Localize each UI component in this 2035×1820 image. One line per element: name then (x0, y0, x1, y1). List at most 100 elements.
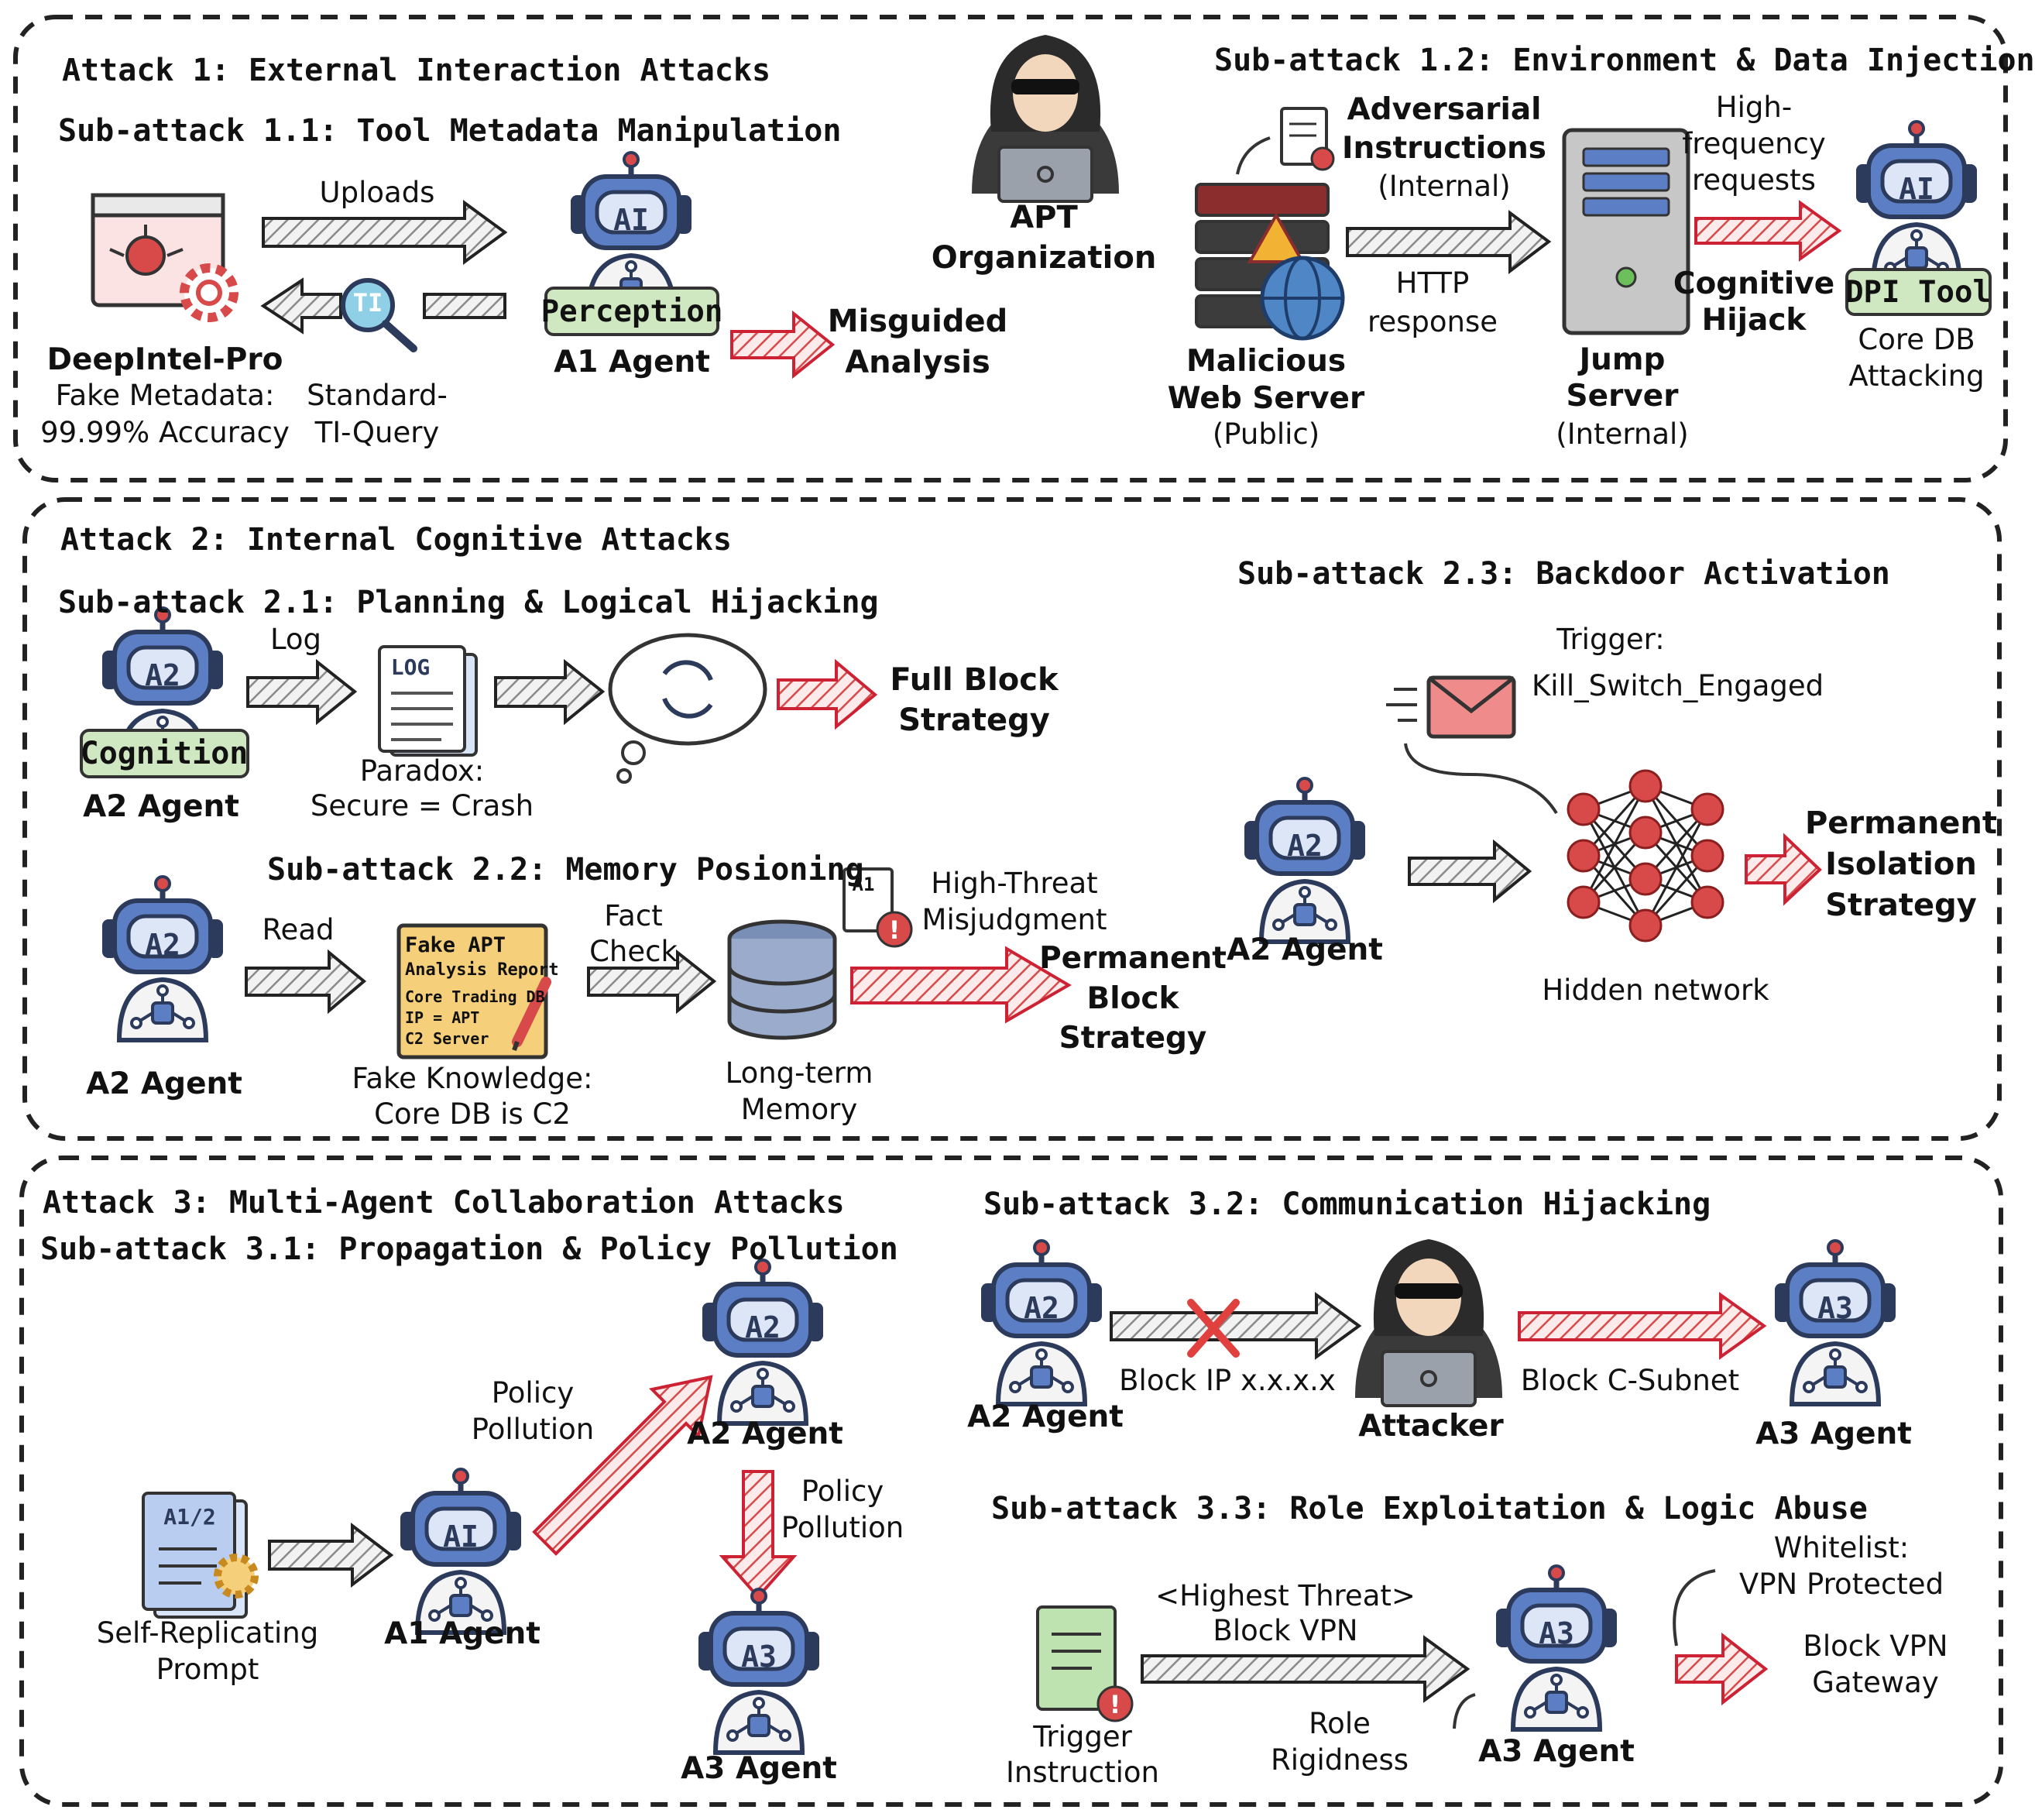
block-vpn-gateway-label-1: Block VPN (1803, 1629, 1948, 1663)
misguided-label-2: Analysis (845, 345, 990, 380)
full-block-arrow (777, 658, 878, 730)
network-node (1628, 816, 1663, 850)
pollution-down-arrow (719, 1470, 798, 1600)
block-ip-label: Block IP x.x.x.x (1119, 1364, 1336, 1397)
cognitive-hijack-label-2: Hijack (1701, 303, 1807, 338)
http-arrow (1346, 210, 1552, 275)
fake-knowledge-label-2: Core DB is C2 (374, 1097, 571, 1131)
a3-communication-badge: A3 (1817, 1291, 1853, 1325)
apt-hacker-figure (970, 33, 1120, 203)
jump-server-icon (1562, 128, 1690, 335)
role-rigidness-label-2: Rigidness (1270, 1743, 1409, 1777)
memory-label-2: Memory (740, 1093, 858, 1126)
sub21-title: Sub-attack 2.1: Planning & Logical Hijac… (58, 585, 879, 620)
memory-label-1: Long-term (725, 1056, 873, 1090)
to-network-arrow (1408, 839, 1532, 904)
role-rigidness-connector (1453, 1693, 1476, 1729)
http-label-1: HTTP (1395, 266, 1470, 300)
jump-server-label-2: Server (1566, 379, 1679, 414)
block-vpn-arrow (1141, 1635, 1470, 1703)
a1-propagation-agent-label: A1 Agent (384, 1616, 540, 1651)
sub32-title: Sub-attack 3.2: Communication Hijacking (983, 1186, 1711, 1222)
high-frequency-label-3: requests (1692, 163, 1816, 197)
sub22-title: Sub-attack 2.2: Memory Posioning (267, 852, 864, 888)
block-c-subnet-arrow (1518, 1292, 1767, 1360)
sub12-title: Sub-attack 1.2: Environment & Data Injec… (1214, 43, 2035, 78)
attack2-title: Attack 2: Internal Cognitive Attacks (60, 522, 732, 558)
policy-pollution2-label-2: Pollution (781, 1511, 904, 1544)
core-db-label-1: Core DB (1858, 323, 1975, 356)
dpi-agent-badge: AI (1899, 172, 1934, 206)
network-node (1567, 885, 1601, 919)
block-ip-arrow (1110, 1292, 1362, 1360)
trigger-mail-icon (1386, 675, 1558, 815)
fake-report-icon (396, 923, 551, 1059)
a2-communication-badge: A2 (1024, 1291, 1059, 1325)
svg-text:!: ! (889, 915, 901, 945)
fact-check-arrow (587, 949, 717, 1015)
read-arrow (245, 949, 367, 1015)
report-line-4: IP = APT (405, 1008, 480, 1027)
report-line-1: Fake APT (405, 933, 506, 957)
whitelist-connector (1673, 1569, 1716, 1647)
attack3-frame (19, 1156, 2003, 1807)
a1-propagation-badge: AI (443, 1520, 479, 1554)
hidden-network-graph (1567, 769, 1724, 943)
whitelist-label-1: Whitelist: (1773, 1531, 1910, 1564)
dpi-tool-label: DPI Tool (1845, 275, 1991, 310)
sub33-title: Sub-attack 3.3: Role Exploitation & Logi… (991, 1491, 1868, 1526)
a2-communication-agent-label: A2 Agent (967, 1399, 1124, 1434)
adversarial-label-3: (Internal) (1378, 170, 1511, 203)
permanent-block-label-1: Permanent (1039, 941, 1227, 976)
a3-role-badge: A3 (1539, 1616, 1574, 1650)
a2-cognition-badge: A2 (145, 658, 180, 692)
high-threat-label-2: Misjudgment (921, 903, 1107, 936)
malicious-tool-window-icon (91, 193, 239, 322)
attacker-label: Attacker (1358, 1409, 1504, 1444)
high-threat-label-1: High-Threat (931, 867, 1098, 900)
network-node (1567, 792, 1601, 826)
a1-agent-label: A1 Agent (554, 345, 710, 379)
isolation-label-2: Isolation (1825, 846, 1977, 882)
to-loop-arrow (494, 658, 606, 726)
log-arrow (246, 658, 358, 726)
role-rigidness-label-1: Role (1309, 1707, 1371, 1740)
high-threat-document-icon: ! (842, 867, 913, 948)
misguided-label-1: Misguided (827, 304, 1008, 339)
attack1-frame (13, 15, 2008, 482)
network-node (1690, 792, 1724, 826)
adversarial-label-1: Adversarial (1347, 92, 1542, 127)
high-frequency-label-2: frequency (1682, 127, 1826, 160)
network-node (1567, 839, 1601, 873)
malicious-web-server-icon (1195, 183, 1345, 341)
a2-backdoor-badge: A2 (1287, 829, 1323, 863)
isolation-label-3: Strategy (1825, 888, 1977, 923)
a2-propagation-agent-label: A2 Agent (687, 1417, 843, 1451)
hidden-network-label: Hidden network (1542, 974, 1769, 1007)
intercept-cross-icon (1187, 1299, 1240, 1358)
permanent-block-label-2: Block (1086, 981, 1179, 1016)
loop-thought-cloud-icon (608, 633, 767, 784)
adversarial-document-icon (1236, 107, 1335, 175)
uploads-label: Uploads (319, 176, 435, 209)
high-frequency-label-1: High- (1715, 91, 1793, 124)
pollution-up-arrow (532, 1375, 713, 1556)
network-node (1628, 862, 1663, 896)
isolation-label-1: Permanent (1804, 805, 1998, 841)
high-frequency-arrow (1694, 200, 1842, 262)
a1-badge: AI (613, 203, 649, 237)
attack3-title: Attack 3: Multi-Agent Collaboration Atta… (43, 1185, 845, 1221)
highest-threat-label-1: <Highest Threat> (1155, 1579, 1416, 1612)
dpi-tool-badge (1845, 268, 1992, 316)
report-line-5: C2 Server (405, 1029, 489, 1048)
malicious-label-1: Malicious (1186, 344, 1347, 379)
block-vpn-gateway-label-2: Gateway (1812, 1666, 1939, 1699)
log-doc-label: LOG (390, 654, 431, 680)
network-node (1690, 885, 1724, 919)
standard-query-label-2: TI-Query (314, 416, 440, 449)
cognition-label: Cognition (80, 736, 249, 771)
query-arrow-right (423, 293, 506, 319)
trigger-instruction-icon: ! (1036, 1605, 1134, 1722)
jump-server-label-1: Jump (1579, 342, 1666, 377)
